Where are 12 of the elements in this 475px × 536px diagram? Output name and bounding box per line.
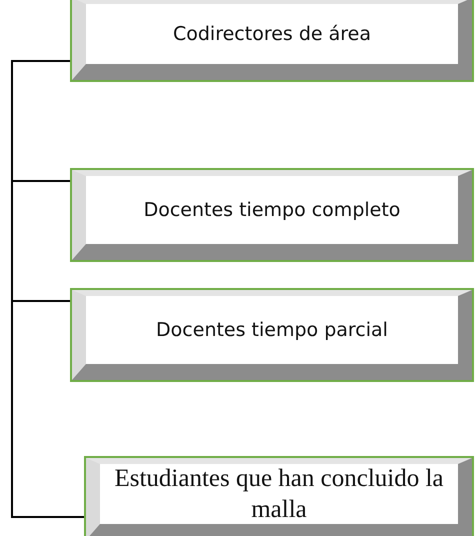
box-label: Estudiantes que han concluido la malla xyxy=(113,464,445,525)
connector-line xyxy=(12,300,70,302)
connector-line xyxy=(12,180,70,182)
box-label: Codirectores de área xyxy=(172,23,371,45)
connector-line xyxy=(12,60,70,62)
box-label: Docentes tiempo parcial xyxy=(156,319,388,341)
beveled-box xyxy=(70,168,474,262)
beveled-box xyxy=(70,0,474,82)
beveled-box xyxy=(84,456,474,536)
box-label: Docentes tiempo completo xyxy=(144,199,400,221)
beveled-box xyxy=(70,288,474,382)
connector-line xyxy=(12,516,84,518)
